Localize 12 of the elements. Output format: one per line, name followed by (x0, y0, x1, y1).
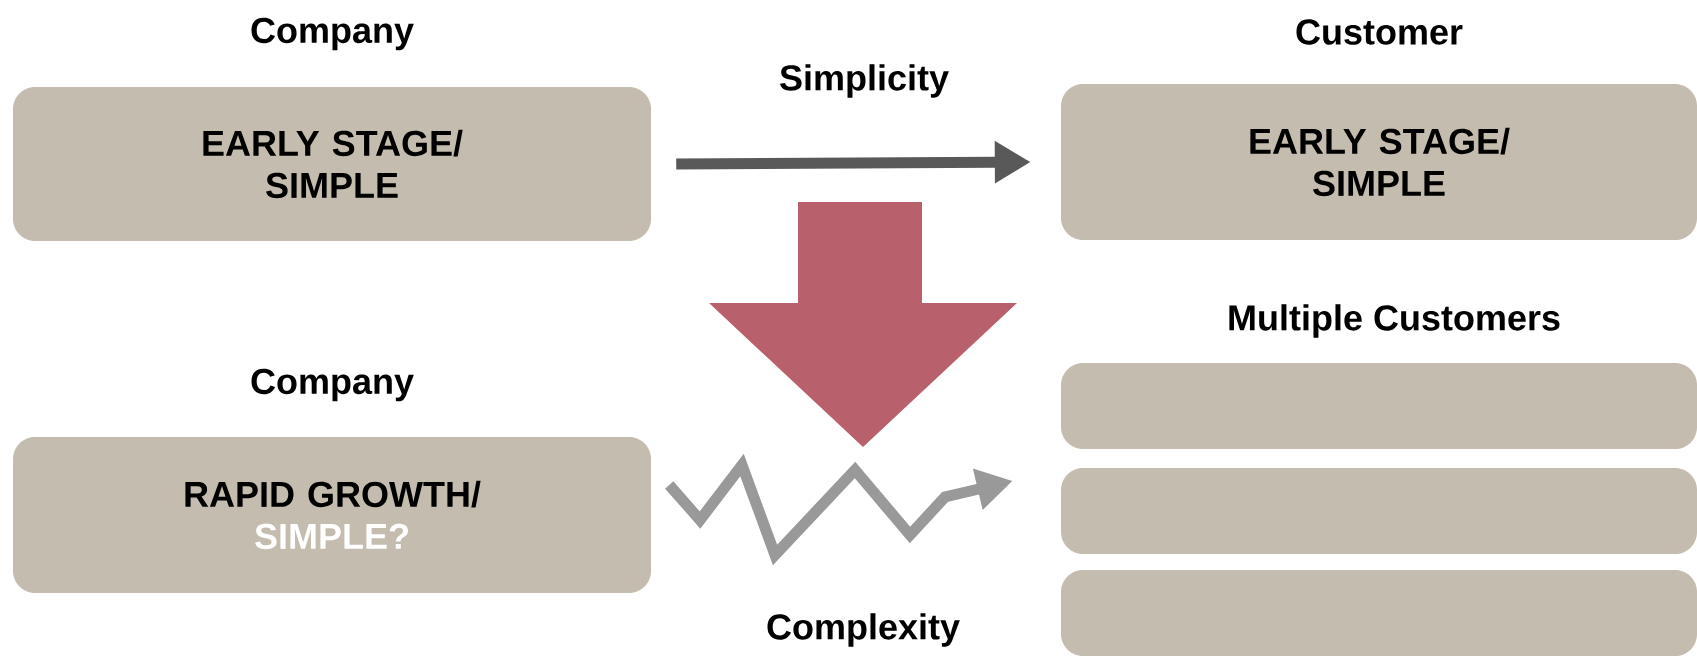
empty-box (1061, 363, 1697, 449)
heading: Company (251, 368, 414, 402)
stage-box: EARLY STAGE/ SIMPLE (1061, 84, 1697, 240)
stage-box: EARLY STAGE/ SIMPLE (13, 87, 651, 241)
empty-box (1061, 468, 1697, 554)
stage-box: RAPID GROWTH/ SIMPLE? (13, 437, 651, 593)
edge-label: Simplicity (780, 64, 949, 98)
edge-label: Complexity (767, 613, 960, 647)
empty-box (1061, 570, 1697, 656)
heading: Customer (1296, 19, 1463, 45)
group-heading: Multiple Customers (1229, 304, 1560, 338)
heading: Company (251, 17, 414, 51)
